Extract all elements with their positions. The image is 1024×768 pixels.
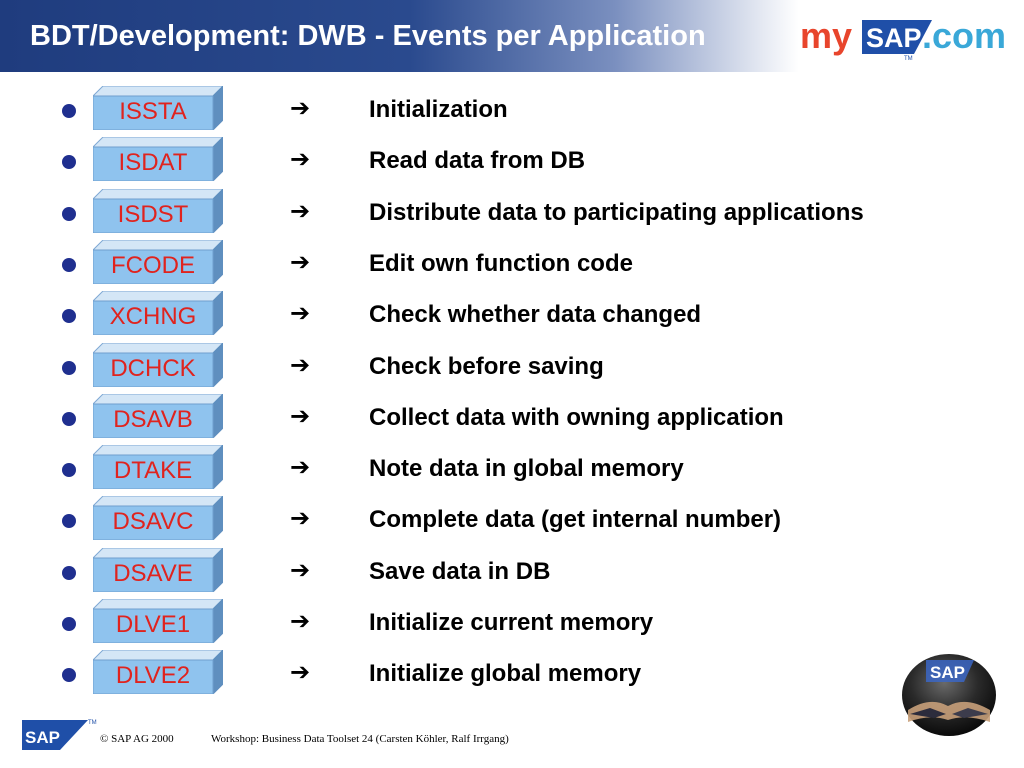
event-code-box: DCHCK [93,343,223,387]
slide-title: BDT/Development: DWB - Events per Applic… [30,20,706,52]
event-row: ISSTA ➔ Initialization [0,86,1024,130]
event-code-box: DLVE2 [93,650,223,694]
event-code-box: DSAVC [93,496,223,540]
event-row: DLVE1 ➔ Initialize current memory [0,599,1024,643]
event-description: Edit own function code [369,250,633,277]
bullet-icon [62,668,76,682]
bullet-icon [62,155,76,169]
event-code-box: DSAVE [93,548,223,592]
right-arrow-icon: ➔ [290,453,311,481]
event-description: Note data in global memory [369,455,684,482]
event-code-label: DSAVE [113,560,193,587]
event-code-label: DSAVB [113,406,193,433]
event-code-label: DSAVC [112,508,194,535]
event-code-label: DLVE2 [115,662,191,689]
bullet-icon [62,104,76,118]
bullet-icon [62,566,76,580]
right-arrow-icon: ➔ [290,402,311,430]
event-code-box: DLVE1 [93,599,223,643]
mysap-logo-dotcom: .com [922,15,1006,56]
bullet-icon [62,412,76,426]
event-row: DSAVE ➔ Save data in DB [0,548,1024,592]
event-code-box: ISDST [93,189,223,233]
event-code-label: XCHNG [109,303,197,330]
svg-text:SAP: SAP [930,663,965,682]
right-arrow-icon: ➔ [290,197,311,225]
mysap-logo-my: my [800,15,852,56]
right-arrow-icon: ➔ [290,556,311,584]
event-description: Complete data (get internal number) [369,506,782,533]
bullet-icon [62,258,76,272]
event-code-label: DCHCK [110,355,196,382]
event-code-label: ISDST [117,201,189,228]
event-row: DCHCK ➔ Check before saving [0,343,1024,387]
bullet-icon [62,617,76,631]
sap-handshake-globe-image: SAP [900,652,998,738]
event-description: Initialization [369,96,508,123]
event-row: ISDST ➔ Distribute data to participating a… [0,189,1024,233]
right-arrow-icon: ➔ [290,607,311,635]
event-description: Initialize global memory [369,660,642,687]
workshop-text: Workshop: Business Data Toolset 24 (Cars… [211,733,509,745]
mysap-logo-tm: TM [904,56,913,62]
event-row: DSAVB ➔ Collect data with owning applicati… [0,394,1024,438]
event-description: Save data in DB [369,558,551,585]
right-arrow-icon: ➔ [290,299,311,327]
event-row: ISDAT ➔ Read data from DB [0,137,1024,181]
bullet-icon [62,361,76,375]
event-code-box: DSAVB [93,394,223,438]
event-description: Distribute data to participating applica… [369,199,864,226]
event-description: Read data from DB [369,147,586,174]
event-row: DLVE2 ➔ Initialize global memory [0,650,1024,694]
right-arrow-icon: ➔ [290,504,311,532]
bullet-icon [62,514,76,528]
slide-header: BDT/Development: DWB - Events per Applic… [0,0,1024,72]
event-description: Check before saving [369,353,604,380]
event-row: DSAVC ➔ Complete data (get internal number… [0,496,1024,540]
event-code-box: ISDAT [93,137,223,181]
right-arrow-icon: ➔ [290,94,311,122]
event-code-label: ISSTA [119,98,187,125]
event-code-box: DTAKE [93,445,223,489]
sap-footer-logo: SAP TM [22,716,98,754]
bullet-icon [62,463,76,477]
event-description: Check whether data changed [369,301,702,328]
event-row: XCHNG ➔ Check whether data changed [0,291,1024,335]
bullet-icon [62,207,76,221]
copyright-text: © SAP AG 2000 [100,733,174,745]
mysap-logo: my SAP .com TM [800,12,1015,62]
event-code-box: FCODE [93,240,223,284]
right-arrow-icon: ➔ [290,351,311,379]
event-description: Collect data with owning application [369,404,784,431]
event-row: DTAKE ➔ Note data in global memory [0,445,1024,489]
event-code-label: ISDAT [118,149,188,176]
event-code-label: DTAKE [113,457,193,484]
event-code-box: XCHNG [93,291,223,335]
event-code-box: ISSTA [93,86,223,130]
svg-text:TM: TM [88,720,97,726]
right-arrow-icon: ➔ [290,248,311,276]
bullet-icon [62,309,76,323]
mysap-logo-sap: SAP [866,23,922,53]
event-code-label: FCODE [111,252,195,279]
event-description: Initialize current memory [369,609,654,636]
event-row: FCODE ➔ Edit own function code [0,240,1024,284]
right-arrow-icon: ➔ [290,145,311,173]
event-code-label: DLVE1 [115,611,191,638]
right-arrow-icon: ➔ [290,658,311,686]
svg-text:SAP: SAP [25,728,60,747]
